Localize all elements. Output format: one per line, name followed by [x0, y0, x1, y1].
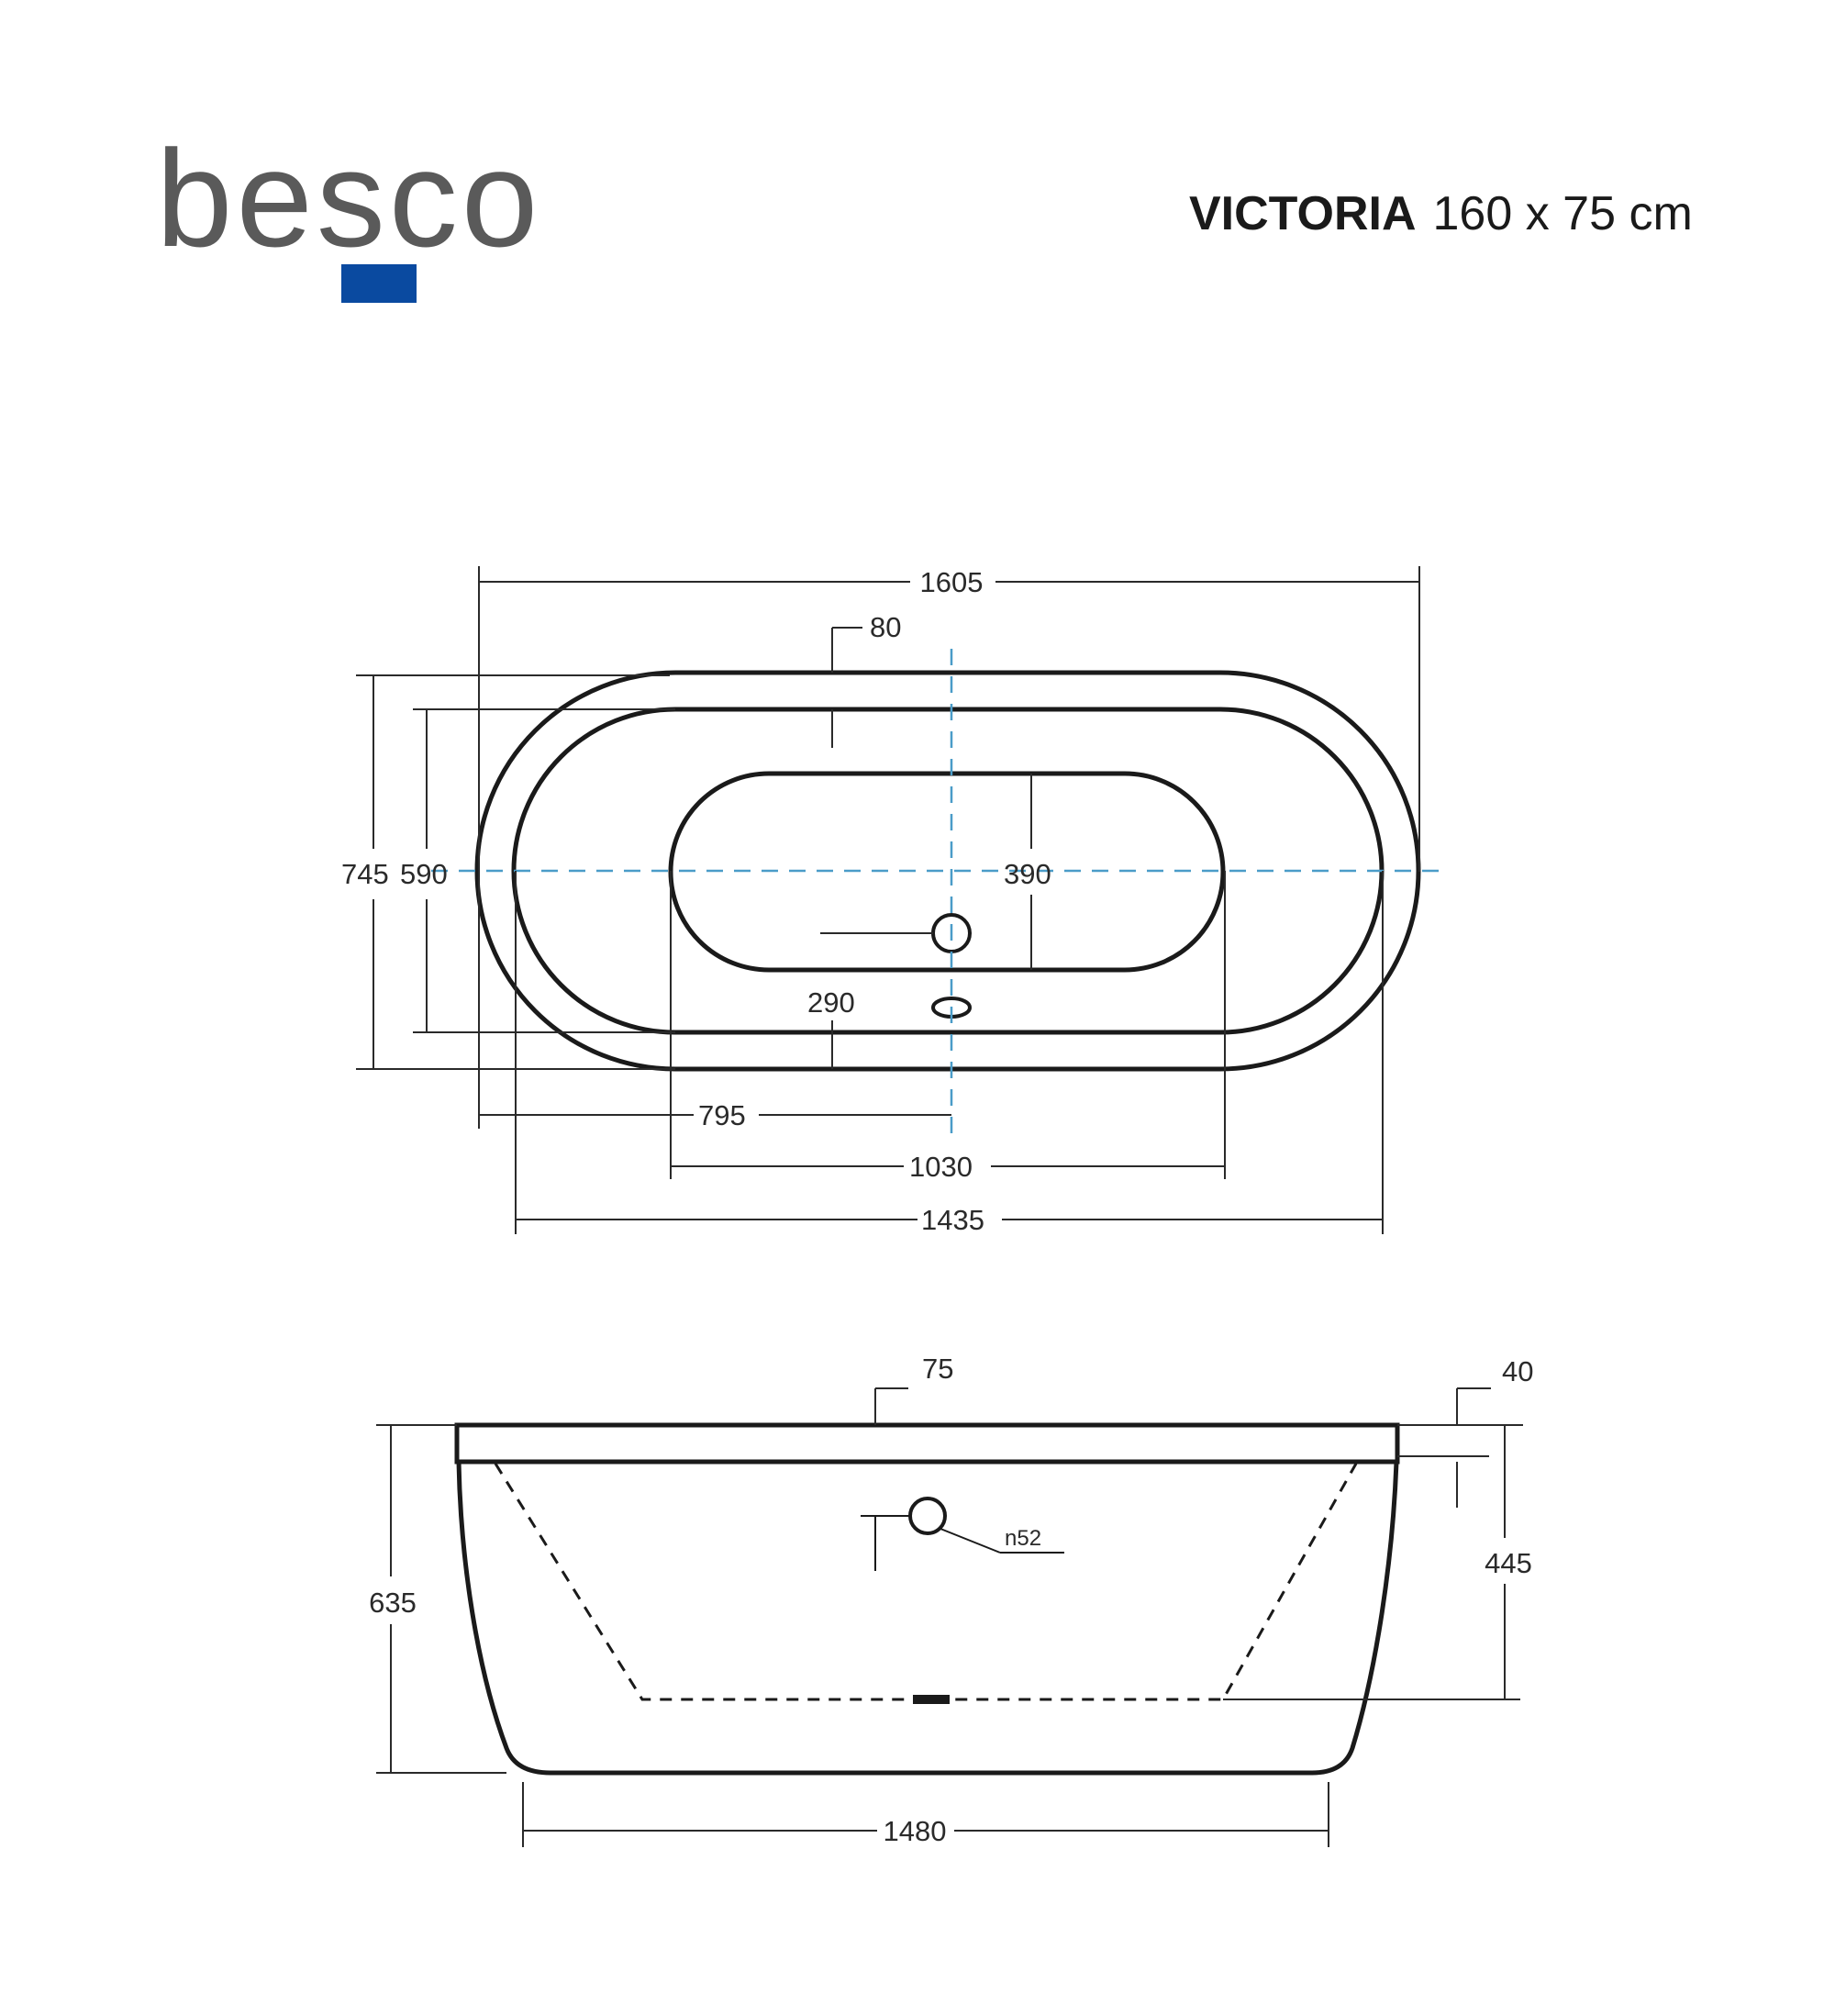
dim-basin-width: 390	[1004, 858, 1051, 890]
dim-overall-height: 635	[369, 1587, 417, 1619]
side-view	[454, 1422, 1400, 1776]
inner-edge-outline	[511, 707, 1385, 1035]
top-view-dimensions	[356, 566, 1420, 1234]
product-title: VICTORIA 160 x 75 cm	[1189, 187, 1693, 240]
dim-overall-length: 1605	[920, 566, 984, 598]
side-overflow-circle	[908, 1497, 947, 1535]
center-axes	[431, 649, 1450, 1133]
side-body	[456, 1461, 1399, 1776]
dim-inner-depth: 445	[1485, 1547, 1532, 1579]
top-view	[474, 670, 1421, 1072]
side-drain	[913, 1695, 950, 1704]
dim-drain-offset-side: 290	[807, 986, 855, 1019]
logo-square	[341, 264, 417, 303]
side-overflow	[861, 1497, 1064, 1571]
dim-inner-length: 1435	[921, 1204, 984, 1236]
side-inner-basin	[494, 1463, 1358, 1701]
dim-basin-length: 1030	[909, 1151, 973, 1183]
dim-base-length: 1480	[884, 1815, 947, 1847]
top-view-labels: 1605 80 745 590 390 290 795 1030 1435	[341, 566, 1051, 1236]
side-view-dimensions	[376, 1387, 1523, 1847]
basin-outline	[668, 771, 1226, 973]
brand-logo: besco	[156, 121, 541, 303]
dim-drain-offset-length: 795	[698, 1099, 746, 1131]
dim-inner-width: 590	[400, 858, 448, 890]
dim-top-margin: 40	[1502, 1355, 1533, 1387]
dim-rim-width: 80	[870, 611, 901, 643]
outer-rim-outline	[474, 670, 1421, 1072]
side-rim	[454, 1422, 1400, 1465]
logo-wordmark: besco	[156, 121, 541, 275]
side-view-labels: 75 40 445 635 n52 1480	[369, 1353, 1533, 1847]
model-size: 160 x 75 cm	[1433, 187, 1693, 240]
model-name: VICTORIA	[1189, 187, 1417, 240]
dim-rim-thickness: 75	[922, 1353, 953, 1385]
dim-overall-width: 745	[341, 858, 389, 890]
overflow-label: n52	[1005, 1526, 1041, 1551]
